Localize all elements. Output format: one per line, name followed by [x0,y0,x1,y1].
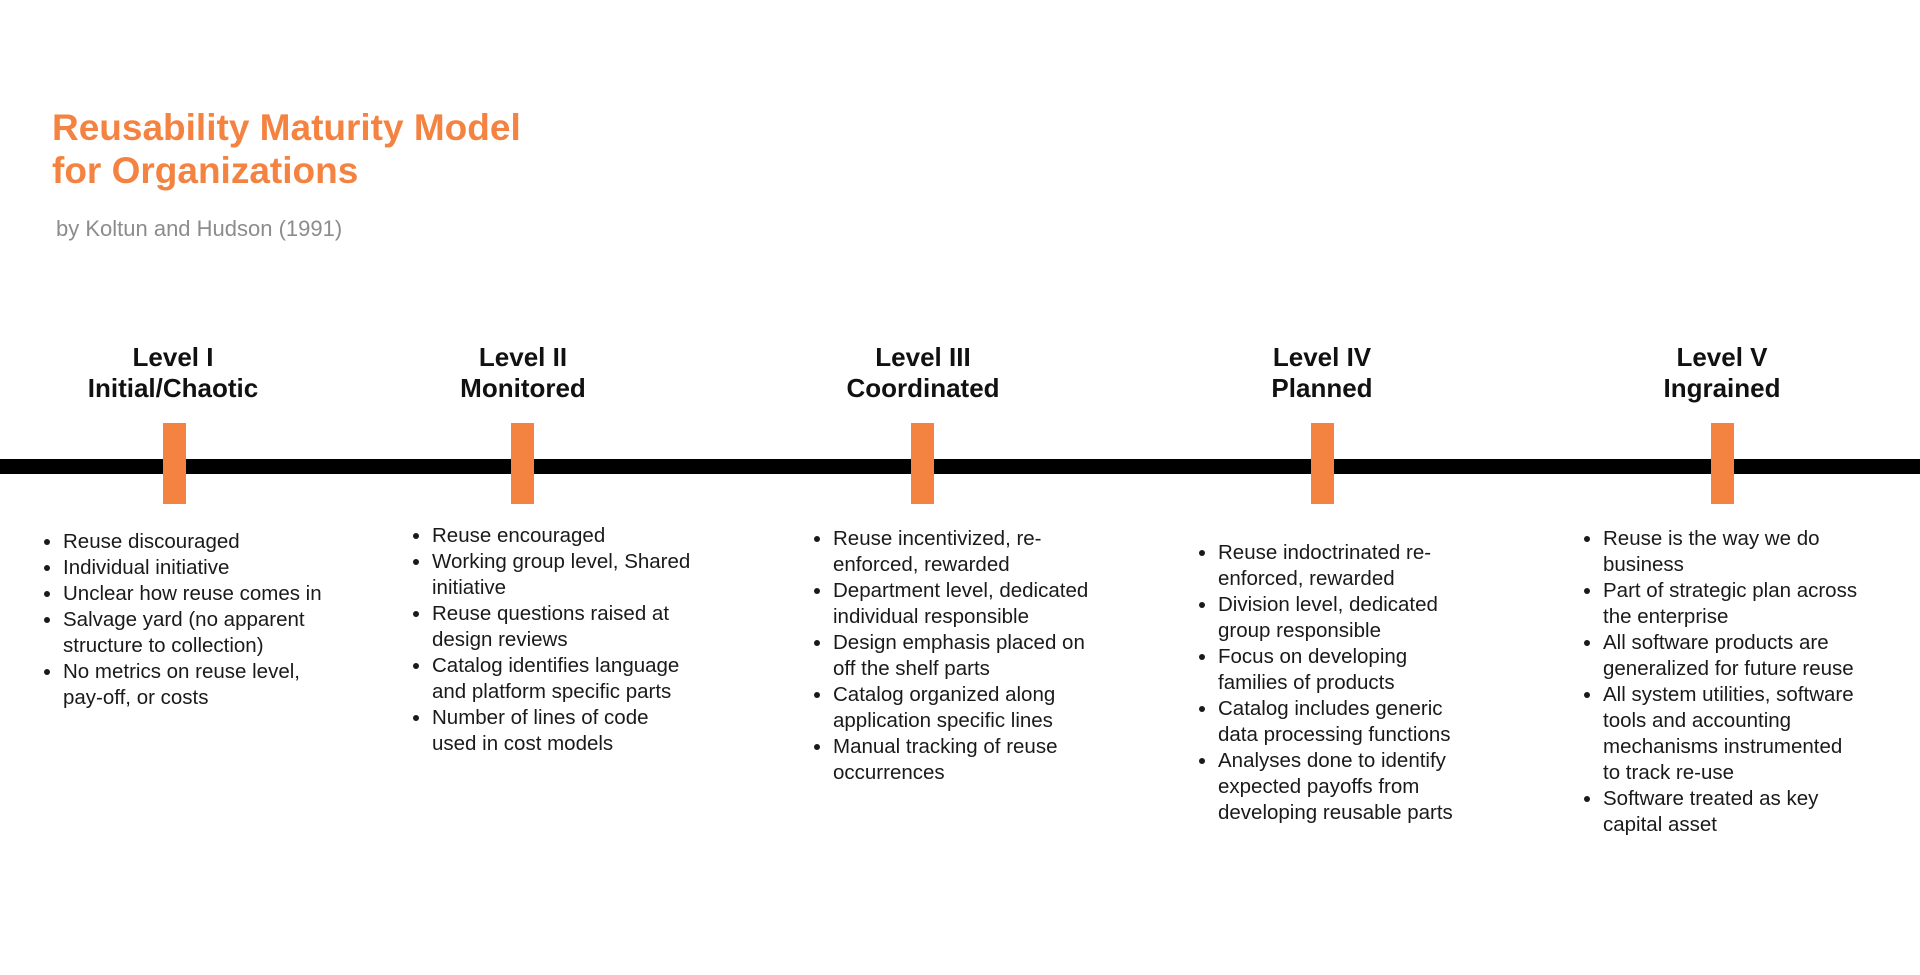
list-item: Number of lines of code used in cost mod… [432,705,694,757]
list-item: Analyses done to identify expected payof… [1218,748,1480,826]
level-2-number: Level II [478,342,568,372]
list-item: Working group level, Shared initiative [432,549,694,601]
list-item: Part of strategic plan across the enterp… [1603,578,1865,630]
list-item: Department level, dedicated individual r… [833,578,1095,630]
level-3-heading: Level III Coordinated [773,342,1073,404]
list-item: Reuse indoctrinated re-enforced, rewarde… [1218,540,1480,592]
list-item: Design emphasis placed on off the shelf … [833,630,1095,682]
level-5-marker [1711,423,1734,504]
level-3-list: Reuse incentivized, re-enforced, rewarde… [809,526,1095,786]
level-1-marker [163,423,186,504]
list-item: Reuse is the way we do business [1603,526,1865,578]
level-4-list: Reuse indoctrinated re-enforced, rewarde… [1194,540,1480,826]
list-item: All software products are generalized fo… [1603,630,1865,682]
level-2-name: Monitored [460,373,586,403]
list-item: Catalog identifies language and platform… [432,653,694,705]
level-1-number: Level I [132,342,214,372]
level-2-list: Reuse encouraged Working group level, Sh… [408,523,694,757]
level-3-marker [911,423,934,504]
level-1-list: Reuse discouraged Individual initiative … [39,529,325,711]
level-4-marker [1311,423,1334,504]
title-line-1: Reusability Maturity Model [52,107,521,148]
level-3-name: Coordinated [846,373,1000,403]
timeline-bar [0,459,1920,474]
level-5-heading: Level V Ingrained [1572,342,1872,404]
page-subtitle: by Koltun and Hudson (1991) [56,216,343,241]
list-item: Manual tracking of reuse occurrences [833,734,1095,786]
level-4-number: Level IV [1272,342,1372,372]
list-item: Salvage yard (no apparent structure to c… [63,607,325,659]
list-item: Individual initiative [63,555,325,581]
level-5-list: Reuse is the way we do business Part of … [1579,526,1865,838]
list-item: Reuse incentivized, re-enforced, rewarde… [833,526,1095,578]
list-item: Division level, dedicated group responsi… [1218,592,1480,644]
level-4-heading: Level IV Planned [1172,342,1472,404]
list-item: All system utilities, software tools and… [1603,682,1865,786]
list-item: Focus on developing families of products [1218,644,1480,696]
list-item: Reuse discouraged [63,529,325,555]
level-5-name: Ingrained [1663,373,1781,403]
list-item: Catalog includes generic data processing… [1218,696,1480,748]
title-line-2: for Organizations [52,150,359,191]
list-item: Catalog organized along application spec… [833,682,1095,734]
level-2-heading: Level II Monitored [373,342,673,404]
list-item: Reuse questions raised at design reviews [432,601,694,653]
level-4-name: Planned [1271,373,1373,403]
level-1-heading: Level I Initial/Chaotic [23,342,323,404]
list-item: Reuse encouraged [432,523,694,549]
list-item: Unclear how reuse comes in [63,581,325,607]
level-1-name: Initial/Chaotic [87,373,259,403]
level-3-number: Level III [875,342,971,372]
list-item: No metrics on reuse level, pay-off, or c… [63,659,325,711]
level-5-number: Level V [1676,342,1768,372]
level-2-marker [511,423,534,504]
page-title: Reusability Maturity Model for Organizat… [52,106,521,192]
list-item: Software treated as key capital asset [1603,786,1865,838]
